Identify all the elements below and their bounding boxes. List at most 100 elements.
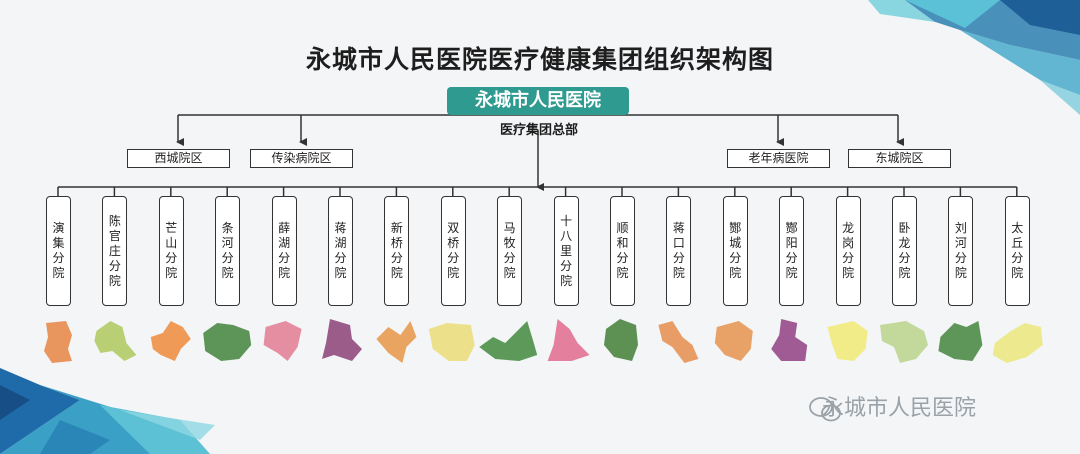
branch-label: 龙岗分院	[837, 197, 860, 305]
bottom-left-polygons	[0, 368, 215, 454]
branch-label-char: 院	[221, 266, 234, 280]
branch-node: 龙岗分院	[835, 196, 861, 306]
branch-label-char: 分	[221, 251, 234, 265]
district-map	[827, 321, 868, 361]
branch-label: 芒山分院	[160, 197, 183, 305]
district-map-shape	[827, 321, 868, 361]
branch-label-char: 院	[560, 273, 573, 288]
branch-node: 顺和分院	[610, 196, 635, 306]
branch-label-char: 院	[729, 266, 742, 280]
branch-node: 双桥分院	[440, 196, 466, 306]
branch-node: 陈官庄分院	[102, 196, 128, 306]
branch-label-char: 院	[616, 266, 629, 280]
branch-label-char: 口	[672, 236, 685, 250]
branch-label: 马牧分院	[498, 197, 521, 305]
district-map	[203, 323, 252, 361]
branch-label-char: 演	[52, 221, 65, 235]
branch-label-char: 分	[278, 251, 291, 265]
branch-label-char: 院	[672, 266, 685, 280]
branch-label-char: 分	[52, 251, 65, 265]
campus-node: 东城院区	[848, 149, 951, 168]
district-map	[150, 321, 191, 361]
district-map	[771, 319, 808, 361]
branch-label-char: 河	[221, 236, 234, 250]
district-map	[94, 321, 137, 361]
district-map-shape	[938, 321, 983, 361]
branch-label-char: 分	[560, 258, 573, 273]
branch-label-char: 龙	[898, 236, 911, 250]
district-map-shape	[771, 319, 808, 361]
branch-node: 卧龙分院	[892, 196, 917, 306]
district-map	[376, 321, 417, 363]
branch-label-char: 庄	[108, 243, 121, 258]
branch-label-char: 卧	[898, 221, 911, 235]
district-map-shape	[604, 319, 638, 361]
district-map	[604, 319, 638, 361]
branch-label-char: 芒	[165, 221, 178, 235]
branch-node: 条河分院	[215, 196, 241, 306]
district-map	[428, 323, 475, 361]
district-map-shape	[203, 323, 252, 361]
branch-label-char: 丘	[1011, 236, 1024, 250]
district-map-shape	[658, 321, 699, 363]
branch-node: 演集分院	[46, 196, 71, 306]
branch-label-char: 院	[1011, 266, 1024, 280]
branch-node: 酂阳分院	[779, 196, 805, 306]
wechat-icon	[809, 397, 841, 422]
branch-label-char: 新	[390, 221, 403, 235]
district-map	[880, 321, 928, 363]
campus-node: 老年病医院	[727, 149, 830, 168]
branch-label-char: 湖	[334, 236, 347, 250]
branch-label: 双桥分院	[442, 197, 465, 305]
branch-label-char: 集	[52, 236, 65, 250]
branch-label-char: 分	[108, 258, 121, 273]
branch-label-char: 阳	[785, 236, 798, 250]
district-map-shape	[479, 321, 538, 361]
branch-label: 太丘分院	[1006, 197, 1029, 305]
branch-label-char: 分	[842, 251, 855, 265]
branch-label-char: 酂	[729, 221, 742, 235]
district-map	[44, 321, 72, 363]
branch-label: 蒋湖分院	[329, 197, 352, 305]
district-map	[263, 321, 302, 361]
district-map-shape	[714, 321, 753, 361]
branch-label-char: 八	[560, 228, 573, 243]
district-map-shape	[547, 319, 590, 361]
branch-node: 马牧分院	[497, 196, 523, 306]
district-map-shape	[880, 321, 928, 363]
branch-label-char: 岗	[842, 236, 855, 250]
branch-label-char: 院	[954, 266, 967, 280]
branch-label-char: 分	[729, 251, 742, 265]
top-right-polygons	[868, 0, 1080, 115]
branch-label-char: 官	[108, 228, 121, 243]
branch-label-char: 刘	[954, 221, 967, 235]
campus-node: 传染病院区	[250, 149, 353, 168]
district-map	[938, 321, 983, 361]
root-node: 永城市人民医院	[447, 87, 629, 115]
district-map-shape	[44, 321, 72, 363]
branch-label-char: 双	[447, 221, 460, 235]
branch-label-char: 分	[954, 251, 967, 265]
branch-label-char: 顺	[616, 221, 629, 235]
branch-label-char: 分	[447, 251, 460, 265]
branch-label-char: 分	[390, 251, 403, 265]
branch-node: 薛湖分院	[271, 196, 297, 306]
branch-label-char: 马	[503, 221, 516, 235]
branch-node: 刘河分院	[948, 196, 974, 306]
branch-label-char: 牧	[503, 236, 516, 250]
branch-label-char: 院	[52, 266, 65, 280]
branch-node: 芒山分院	[158, 196, 184, 306]
branch-label: 蒋口分院	[667, 197, 690, 305]
campus-node: 西城院区	[127, 149, 230, 168]
watermark: 永城市人民医院	[822, 396, 977, 421]
branch-label-char: 院	[898, 266, 911, 280]
branch-label-char: 分	[1011, 251, 1024, 265]
branch-label-char: 桥	[447, 236, 460, 250]
district-map-shape	[150, 321, 191, 361]
branch-label-char: 蒋	[334, 221, 347, 235]
branch-label-char: 陈	[108, 213, 121, 228]
district-map-shape	[322, 319, 362, 361]
branch-label: 顺和分院	[611, 197, 634, 305]
branch-label-char: 分	[334, 251, 347, 265]
